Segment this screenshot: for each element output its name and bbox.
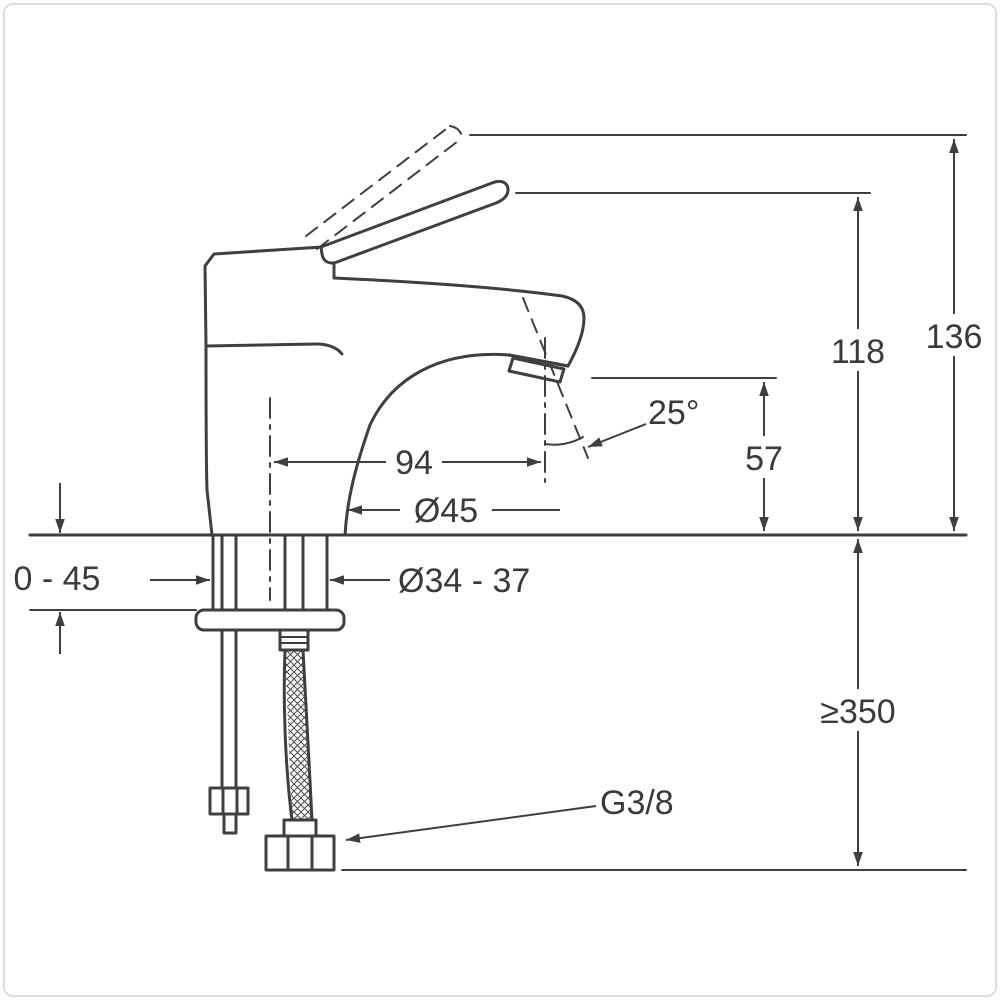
stud-clamp-nut (208, 786, 250, 816)
dim-label-deck-thickness-range: 0 - 45 (14, 560, 101, 598)
centerlines (269, 297, 589, 601)
hose-collar (282, 818, 318, 838)
dim-label-supply-connection: G3/8 (600, 784, 674, 822)
spout-outlet-face (507, 353, 570, 368)
dim-label-spout-outlet-height: 57 (745, 440, 783, 478)
dim-label-base-diameter: Ø45 (414, 492, 478, 530)
dim-label-min-hose-clearance: ≥350 (820, 693, 895, 731)
leader-thread (345, 805, 597, 843)
cartridge-housing-seam (204, 342, 344, 356)
dimension-lines (55, 139, 959, 866)
dimension-labels: 136 118 57 ≥350 94 Ø45 0 - 45 Ø34 - 37 2… (14, 314, 988, 822)
mounting-shank (211, 533, 329, 612)
extension-lines (28, 134, 968, 871)
faucet-body (203, 245, 586, 537)
hose-ferrule (278, 628, 310, 652)
dim-label-lever-opening-angle: 25° (648, 394, 699, 432)
dim-label-mounting-hole-diameter: Ø34 - 37 (398, 562, 530, 600)
g38-hex-nut (264, 834, 336, 872)
clamp-washer (194, 608, 346, 632)
mounting-stud (208, 533, 250, 835)
supply-hose (264, 533, 336, 872)
lever-raised-outline (305, 125, 463, 250)
leader-angle (587, 423, 647, 448)
lever-handle (319, 179, 510, 265)
dim-label-spout-reach: 94 (395, 444, 433, 482)
aerator (507, 356, 566, 384)
dim-label-total-height: 136 (926, 318, 983, 356)
spout-axis-25deg (522, 297, 589, 459)
dim-label-lever-top-height: 118 (831, 333, 885, 371)
angle-arc (544, 436, 584, 446)
